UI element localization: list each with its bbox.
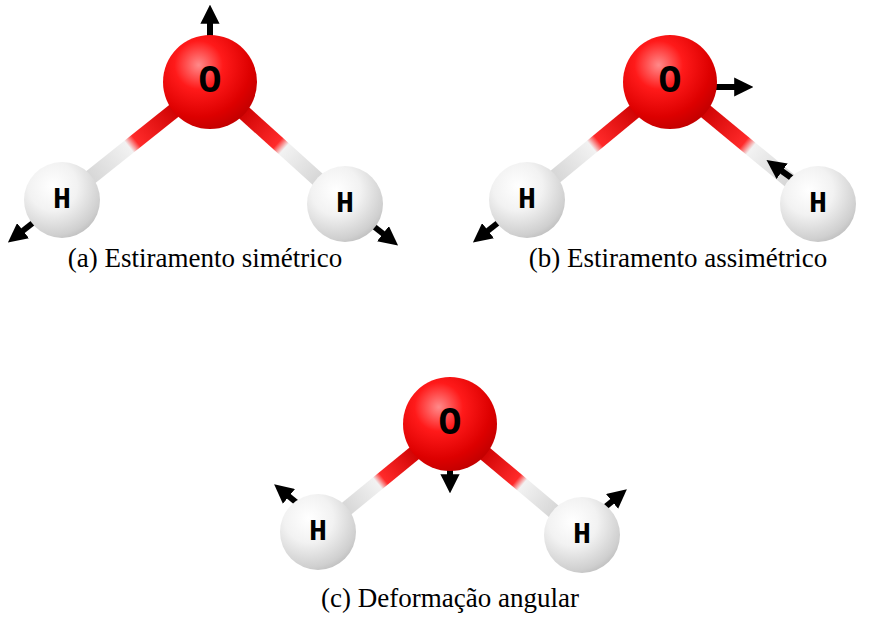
atom-symbol: H <box>309 517 327 547</box>
caption: (c) Deformação angular <box>321 583 579 614</box>
atom-symbol: H <box>518 185 536 215</box>
motion-arrow <box>207 20 213 36</box>
bond <box>240 109 321 182</box>
atom-symbol: H <box>53 185 71 215</box>
atom-symbol: O <box>659 63 682 101</box>
hydrogen-atom: H <box>307 166 383 242</box>
caption: (b) Estiramento assimétrico <box>529 243 827 274</box>
oxygen-atom: O <box>623 35 717 129</box>
atom-symbol: O <box>199 63 222 101</box>
bond <box>552 108 639 180</box>
motion-arrow <box>716 84 738 90</box>
hydrogen-atom: H <box>780 166 856 242</box>
caption: (a) Estiramento simétrico <box>68 243 342 274</box>
bond <box>87 108 178 180</box>
atom-symbol: H <box>809 189 827 219</box>
oxygen-atom: O <box>403 377 497 471</box>
atom-symbol: H <box>336 189 354 219</box>
hydrogen-atom: H <box>280 494 356 570</box>
bond <box>702 108 794 184</box>
hydrogen-atom: H <box>24 162 100 238</box>
bond <box>343 450 419 512</box>
atom-symbol: O <box>439 405 462 443</box>
oxygen-atom: O <box>163 35 257 129</box>
hydrogen-atom: H <box>544 497 620 573</box>
hydrogen-atom: H <box>489 162 565 238</box>
atom-symbol: H <box>573 520 591 550</box>
bond <box>481 450 557 514</box>
